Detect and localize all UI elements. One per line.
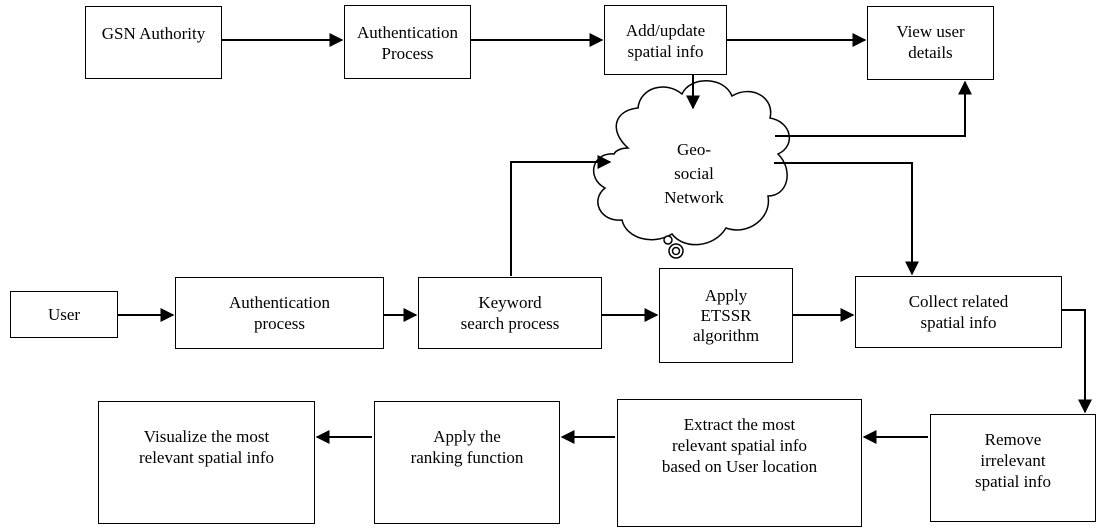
cloud-icon <box>592 80 791 259</box>
keyword-search-process-label: Keyword search process <box>460 293 560 333</box>
collect-related-spatial-box: Collect related spatial info <box>855 276 1062 348</box>
add-update-spatial-box: Add/update spatial info <box>604 5 727 75</box>
add-update-spatial-label: Add/update spatial info <box>625 21 706 61</box>
gsn-authority-box: GSN Authority <box>85 6 222 79</box>
apply-ranking-function-label: Apply the ranking function <box>410 427 524 467</box>
geo-social-network-label: Geo- social Network <box>664 140 724 207</box>
arrow-collect-to-remove <box>1062 309 1092 414</box>
extract-relevant-spatial-label: Extract the most relevant spatial info b… <box>661 415 818 476</box>
arrow-cloud-to-view <box>775 80 972 137</box>
apply-ranking-function-box: Apply the ranking function <box>374 401 560 524</box>
authentication-process-user-label: Authentication process <box>228 293 331 333</box>
remove-irrelevant-spatial-label: Remove irrelevant spatial info <box>974 430 1051 491</box>
remove-irrelevant-spatial-box: Remove irrelevant spatial info <box>930 414 1096 522</box>
authentication-process-top-box: Authentication Process <box>344 5 471 79</box>
authentication-process-top-label: Authentication Process <box>356 23 459 63</box>
user-box: User <box>10 291 118 338</box>
extract-relevant-spatial-box: Extract the most relevant spatial info b… <box>617 399 862 527</box>
view-user-details-label: View user details <box>896 22 965 62</box>
keyword-search-process-box: Keyword search process <box>418 277 602 349</box>
apply-etssr-algorithm-box: Apply ETSSR algorithm <box>659 268 793 363</box>
collect-related-spatial-label: Collect related spatial info <box>908 292 1009 332</box>
arrow-cloud-to-collect <box>774 162 919 276</box>
apply-etssr-algorithm-label: Apply ETSSR algorithm <box>692 285 760 345</box>
arrow-keyword-to-cloud <box>510 155 612 276</box>
visualize-relevant-spatial-box: Visualize the most relevant spatial info <box>98 401 315 524</box>
authentication-process-user-box: Authentication process <box>175 277 384 349</box>
gsn-authority-label: GSN Authority <box>101 24 206 43</box>
user-label: User <box>47 305 81 324</box>
view-user-details-box: View user details <box>867 6 994 80</box>
visualize-relevant-spatial-label: Visualize the most relevant spatial info <box>138 427 274 467</box>
